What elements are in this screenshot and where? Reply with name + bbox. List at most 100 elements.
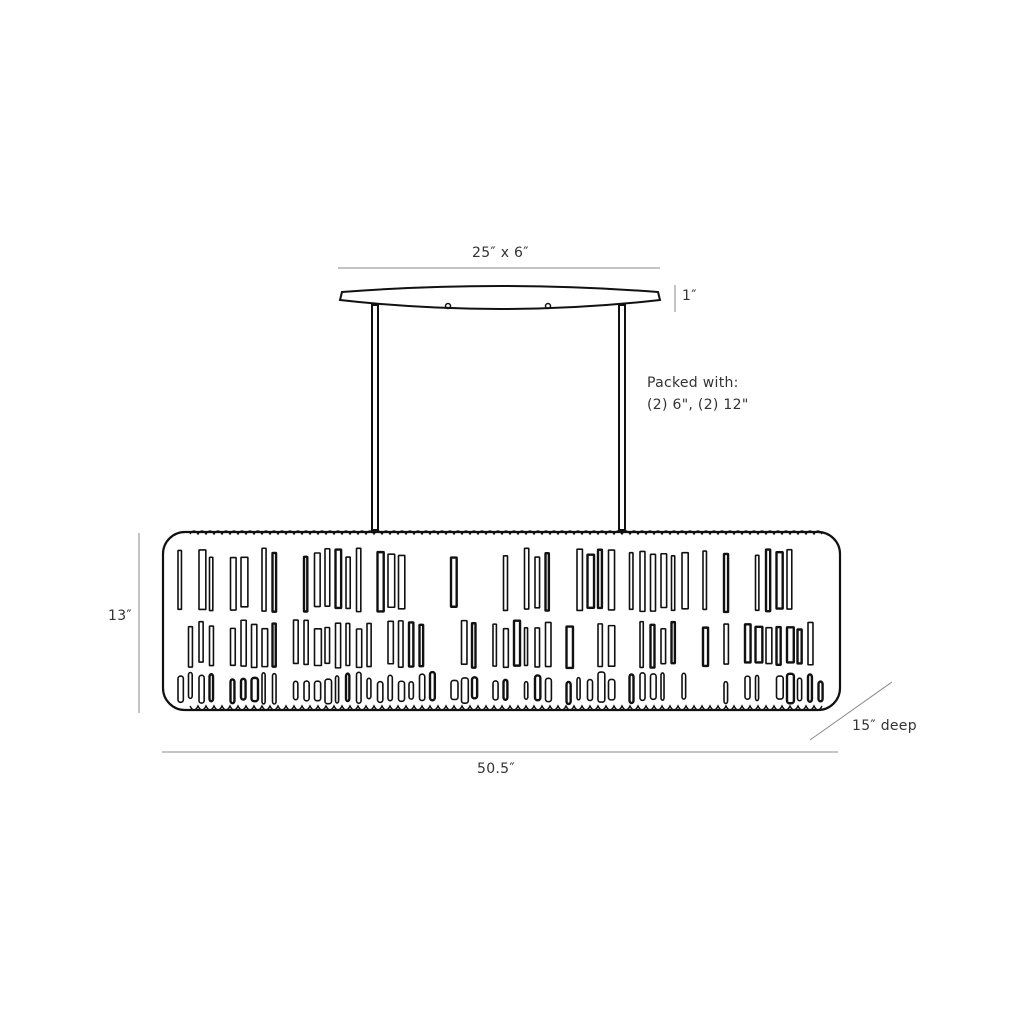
rattan-loop	[523, 680, 529, 701]
depth-line	[809, 681, 893, 741]
rattan-loop	[177, 549, 183, 611]
rattan-loop	[271, 672, 277, 705]
rattan-loop	[681, 551, 690, 610]
rattan-loop	[313, 628, 323, 667]
rattan-loop	[407, 621, 415, 668]
rattan-loop	[271, 551, 278, 613]
rattan-loop	[292, 619, 299, 665]
dimension-lines	[138, 267, 893, 753]
rattan-loop	[198, 620, 204, 663]
canopy-plate	[338, 285, 662, 310]
rattan-loop	[313, 680, 322, 702]
rattan-loop	[208, 625, 215, 667]
rattan-loop	[187, 625, 194, 668]
rattan-loop	[302, 555, 309, 613]
rattan-loop	[639, 620, 645, 669]
rattan-loop	[576, 548, 584, 612]
shade-outline	[161, 530, 842, 712]
top-scallop-edge	[189, 530, 823, 536]
rattan-loop	[607, 549, 616, 611]
canopy-height-label: 1″	[682, 288, 697, 304]
rattan-loop	[355, 547, 362, 613]
rattan-loop	[334, 675, 340, 704]
rattan-loop	[397, 554, 406, 610]
rattan-loop	[775, 550, 784, 610]
rattan-loop	[397, 620, 404, 668]
rattan-loop	[292, 680, 299, 701]
rattan-loop	[785, 626, 795, 664]
rattan-loop	[628, 551, 634, 611]
canopy-dimension-label: 25″ x 6″	[472, 245, 529, 261]
rattan-loop	[785, 672, 796, 705]
rattan-loop	[576, 676, 581, 701]
rattan-loop	[324, 626, 331, 665]
rattan-loop	[449, 556, 458, 608]
rattan-loop	[533, 674, 542, 702]
rattan-loop	[250, 623, 258, 669]
rattan-loop	[586, 553, 596, 609]
rattan-loop	[198, 674, 205, 704]
rattan-loop	[344, 672, 351, 703]
bottom-scallop-edge	[189, 704, 823, 711]
rattan-loop	[796, 628, 803, 665]
screw-icon	[544, 302, 552, 310]
rattan-loop	[786, 548, 793, 610]
rattan-loop	[639, 671, 646, 702]
rattan-loop	[303, 619, 310, 666]
rattan-loop	[775, 675, 784, 700]
canopy	[338, 285, 662, 531]
rattan-loop	[544, 551, 551, 612]
rattan-loop	[261, 627, 269, 668]
rattan-loop	[670, 555, 676, 612]
rattan-loop	[303, 680, 310, 702]
rattan-loop	[607, 678, 616, 701]
rattan-loop	[229, 627, 237, 667]
rod-left	[371, 304, 379, 531]
rattan-loop	[345, 622, 351, 667]
rattan-loop	[460, 619, 468, 666]
rattan-loop	[460, 677, 470, 704]
rattan-loop	[470, 676, 479, 700]
rattan-loop	[743, 623, 752, 664]
rattan-loop	[586, 678, 594, 702]
rattan-loop	[324, 678, 333, 705]
rattan-loop	[596, 548, 604, 610]
rattan-loop	[376, 680, 384, 704]
rattan-loop	[450, 679, 459, 701]
rattan-loop	[806, 673, 814, 703]
rattan-loop	[208, 556, 214, 612]
rattan-loop	[534, 627, 541, 668]
rattan-loop	[502, 678, 509, 702]
rattan-loop	[334, 622, 342, 669]
rattan-loop	[807, 621, 814, 666]
rattan-loop	[261, 547, 267, 612]
width-label: 50.5″	[477, 761, 515, 777]
rattan-loop	[502, 627, 510, 669]
rattan-loop	[177, 675, 185, 704]
rattan-loop	[534, 556, 541, 609]
rattan-loop	[376, 550, 385, 613]
rattan-loop	[660, 627, 667, 665]
rattan-loop	[250, 676, 260, 703]
rattan-loop	[334, 548, 343, 610]
rattan-loop	[817, 680, 824, 703]
rattan-loop	[681, 672, 687, 700]
rattan-loop	[239, 677, 247, 701]
rattan-loop	[544, 677, 553, 703]
rattan-loop	[418, 623, 425, 668]
rattan-loop	[512, 619, 522, 667]
rattan-loop	[660, 672, 665, 701]
rattan-loop	[565, 625, 575, 670]
rattan-loop	[271, 622, 277, 668]
rattan-loop	[649, 673, 657, 701]
rattan-loop	[649, 553, 657, 612]
rattan-loop	[408, 680, 415, 700]
rattan-loop	[754, 625, 764, 664]
rattan-loop	[754, 674, 760, 702]
rattan-loop	[492, 680, 499, 701]
rattan-loop	[240, 556, 249, 608]
screw-icon	[444, 302, 452, 310]
rattan-loop	[597, 623, 604, 668]
rattan-loop	[387, 553, 396, 609]
rattan-loop	[628, 673, 635, 705]
